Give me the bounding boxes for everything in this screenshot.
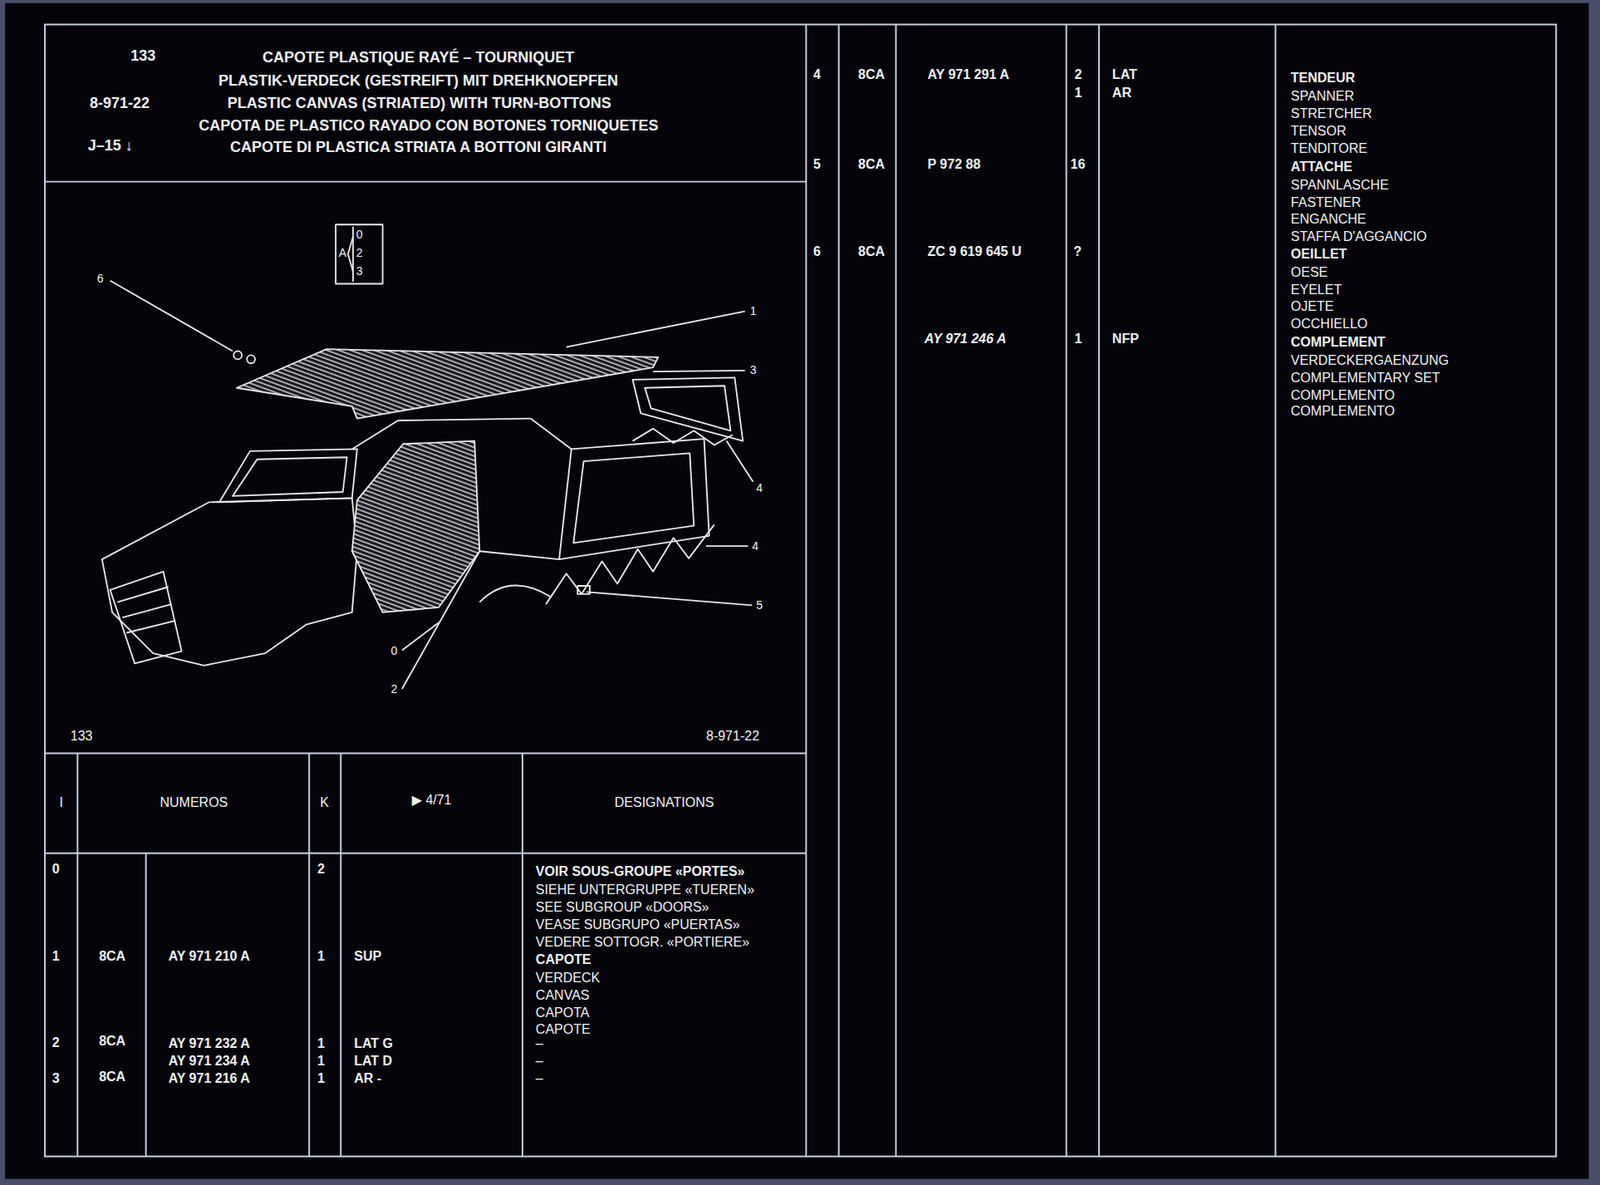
cell-text: COMPLEMENT [1290,334,1386,350]
callout-number: 2 [390,682,398,696]
cell-text: VEASE SUBGRUPO «PUERTAS» [535,917,741,933]
cell-text: VERDECKERGAENZUNG [1290,353,1449,369]
cell-text: 8CA [858,67,885,83]
cell-text: ATTACHE [1290,159,1353,175]
header-text: CAPOTA DE PLASTICO RAYADO CON BOTONES TO… [198,117,658,135]
cell-text: 5 [813,157,821,172]
cell-text: OEILLET [1290,246,1348,262]
cell-text: LAT G [353,1035,393,1051]
cell-text: 8-971-22 [706,728,760,744]
cell-text: 1 [52,948,60,964]
cell-text: ? [1073,244,1082,260]
callout-number: 0 [390,643,398,658]
callout-number: 3 [750,363,757,377]
cell-text: 2 [1074,67,1082,83]
cell-text: TENSOR [1290,123,1347,139]
cell-text: – [535,1035,544,1051]
cell-text: 16 [1070,157,1086,172]
cell-text: 8CA [858,244,885,260]
cell-text: LAT D [353,1053,393,1069]
cell-text: LAT [1112,67,1138,83]
cell-text: 1 [1074,331,1082,347]
cell-text: I [58,795,63,810]
cell-text: CAPOTE [535,952,592,967]
cell-text: AY 971 216 A [168,1070,251,1086]
cell-text: CAPOTA [535,1005,590,1021]
cell-text: NFP [1112,331,1139,347]
callout-number: 1 [750,304,757,318]
cell-text: TENDITORE [1290,141,1368,157]
cell-text: 0 [52,861,60,877]
cell-text: FASTENER [1290,195,1361,211]
cell-text: SEE SUBGROUP «DOORS» [535,899,710,915]
header-text: PLASTIC CANVAS (STRIATED) WITH TURN-BOTT… [227,94,612,113]
cell-text: SPANNLASCHE [1290,177,1389,193]
cell-text: 1 [317,1070,325,1086]
callout-number: 4 [755,480,763,495]
cell-text: COMPLEMENTO [1290,403,1395,419]
cell-text: VERDECK [535,970,600,986]
cell-text: VEDERE SOTTOGR. «PORTIERE» [535,934,750,950]
cell-text: ▶ 4/71 [412,792,452,808]
cell-text: NUMEROS [159,795,228,810]
cell-text: CAPOTE [535,1021,591,1037]
cell-text: – [535,1070,544,1086]
cell-text: – [535,1053,544,1069]
header-text: PLASTIK-VERDECK (GESTREIFT) MIT DREHKNOE… [218,72,619,90]
cell-text: 8CA [858,157,885,172]
header-text: 8-971-22 [89,94,150,113]
cell-text: CANVAS [535,987,590,1003]
cell-text: SUP [353,948,382,964]
callout-number: 6 [97,271,104,285]
cell-text: AY 971 234 A [168,1053,251,1069]
cell-text: 8CA [98,1033,126,1049]
cell-text: COMPLEMENTARY SET [1290,370,1441,386]
callout-number: 3 [356,264,364,278]
cell-text: 1 [317,948,325,964]
callout-number: 4 [751,539,759,553]
cell-text: 4 [813,67,821,83]
cell-text: 8CA [98,1069,126,1085]
cell-text: K [319,795,329,810]
cell-text: SPANNER [1290,88,1355,104]
cell-text: ENGANCHE [1290,211,1367,227]
cell-text: OCCHIELLO [1290,316,1368,332]
cell-text: AY 971 210 A [168,948,251,964]
cell-text: OJETE [1290,299,1335,315]
cell-text: VOIR SOUS-GROUPE «PORTES» [535,863,746,879]
cell-text: 2 [52,1035,60,1051]
cell-text: SIEHE UNTERGRUPPE «TUEREN» [535,882,755,898]
header-text: 133 [130,47,156,65]
cell-text: AR [1112,85,1132,101]
cell-text: ZC 9 619 645 U [927,244,1022,260]
cell-text: 1 [317,1053,325,1069]
cell-text: DESIGNATIONS [614,795,715,810]
cell-text: 1 [1074,85,1082,101]
cell-text: TENDEUR [1290,70,1355,86]
cell-text: 6 [813,244,821,260]
cell-text: AY 971 232 A [168,1035,251,1051]
header-text: J–15 ↓ [88,137,133,155]
callout-number: 2 [356,245,364,260]
title: CAPOTE PLASTIQUE RAYÉ – TOURNIQUET [262,49,575,67]
cell-text: 3 [52,1070,60,1086]
cell-text: 2 [317,861,325,877]
callout-number: 0 [356,227,364,241]
cell-text: OESE [1290,265,1328,280]
cell-text: COMPLEMENTO [1290,387,1395,403]
cell-text: 1 [317,1035,325,1051]
cell-text: AR - [353,1070,382,1086]
cell-text: EYELET [1290,282,1342,298]
callout-number: A [338,245,347,260]
cell-text: STAFFA D'AGGANCIO [1290,229,1428,245]
cell-text: STRETCHER [1290,106,1373,122]
cell-text: 8CA [98,948,126,964]
cell-text: AY 971 291 A [927,67,1010,83]
cell-text: AY 971 246 A [924,331,1007,347]
callout-number: 5 [755,598,763,612]
cell-text: P 972 88 [927,157,982,172]
header-text: CAPOTE DI PLASTICA STRIATA A BOTTONI GIR… [230,138,607,157]
cell-text: 133 [70,728,94,744]
